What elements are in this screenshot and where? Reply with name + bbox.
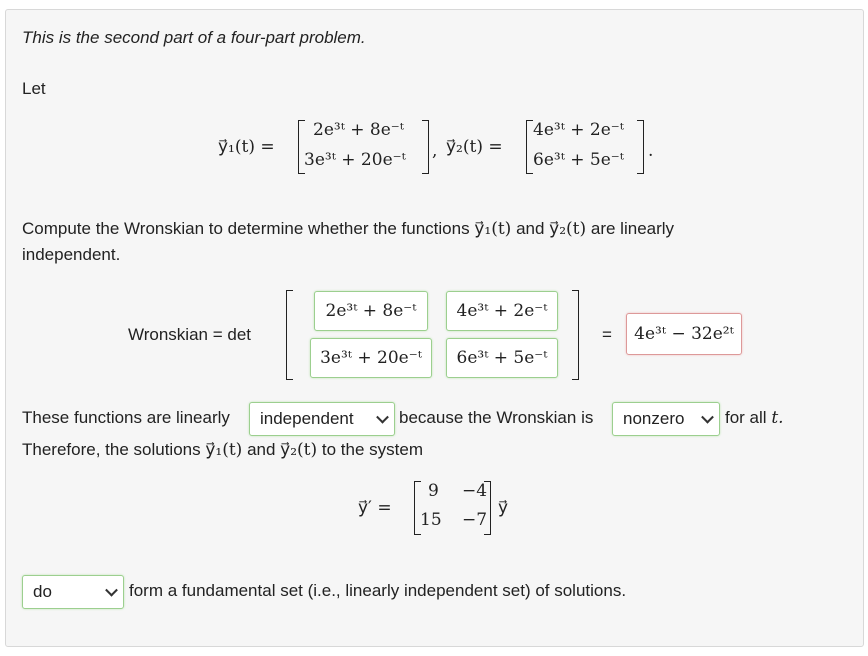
sentence2-a: Therefore, the solutions — [22, 440, 201, 459]
wronskian-cell-22[interactable]: 6e³ᵗ + 5e⁻ᵗ — [446, 338, 558, 378]
wronskian-result-input[interactable]: 4e³ᵗ − 32e²ᵗ — [626, 313, 742, 355]
intro-text: This is the second part of a four-part p… — [22, 28, 366, 47]
system-right-bracket — [484, 481, 491, 535]
system-a22: −7 — [462, 510, 488, 530]
wronskian-cell-21[interactable]: 3e³ᵗ + 20e⁻ᵗ — [310, 338, 432, 378]
sentence1-t: t. — [771, 408, 784, 428]
y1-right-bracket — [422, 120, 429, 174]
compute-text-b: are linearly — [590, 219, 675, 238]
sentence2-b: to the system — [321, 440, 423, 459]
sentence1-a: These functions are linearly — [22, 408, 230, 427]
wronskian-right-bracket — [572, 290, 579, 380]
wronskian-zero-select[interactable]: nonzero — [612, 402, 720, 436]
system-a11: 9 — [428, 481, 439, 501]
y2-right-bracket — [637, 120, 644, 174]
wronskian-cell-12[interactable]: 4e³ᵗ + 2e⁻ᵗ — [446, 291, 558, 331]
compute-y1: y⃗₁(t) — [474, 219, 512, 239]
sentence2-y2: y⃗₂(t) — [280, 440, 318, 460]
system-a21: 15 — [420, 510, 442, 530]
final-text: form a fundamental set (i.e., linearly i… — [129, 581, 627, 600]
y1-bottom-entry: 3e³ᵗ + 20e⁻ᵗ — [304, 150, 406, 170]
period: . — [648, 141, 654, 161]
chevron-down-icon — [701, 410, 714, 424]
compute-y2: y⃗₂(t) — [549, 219, 587, 239]
linear-dependence-value: independent — [260, 409, 354, 428]
compute-line1: Compute the Wronskian to determine wheth… — [22, 218, 674, 240]
y2-top-entry: 4e³ᵗ + 2e⁻ᵗ — [533, 120, 624, 140]
system-rhs: y⃗ — [498, 498, 509, 518]
sentence1-c-text: for all — [725, 408, 767, 427]
sentence2: Therefore, the solutions y⃗₁(t) and y⃗₂(… — [22, 439, 423, 461]
y2-left-bracket — [526, 120, 533, 174]
system-lhs: y⃗′ = — [358, 498, 392, 518]
compute-line2: independent. — [22, 245, 121, 264]
y1-label: y⃗₁(t) = — [218, 137, 275, 157]
wronskian-label: Wronskian = det — [128, 325, 252, 344]
y1-top-entry: 2e³ᵗ + 8e⁻ᵗ — [313, 120, 404, 140]
sentence1-b: because the Wronskian is — [399, 408, 594, 427]
wronskian-cell-11[interactable]: 2e³ᵗ + 8e⁻ᵗ — [314, 291, 428, 331]
y2-bottom-entry: 6e³ᵗ + 5e⁻ᵗ — [533, 150, 624, 170]
fundamental-set-select[interactable]: do — [22, 575, 124, 609]
sentence2-and: and — [247, 440, 276, 459]
compute-text-a: Compute the Wronskian to determine wheth… — [22, 219, 470, 238]
chevron-down-icon — [376, 410, 389, 424]
y1-left-bracket — [298, 120, 305, 174]
fundamental-set-value: do — [33, 582, 52, 601]
linear-dependence-select[interactable]: independent — [249, 402, 395, 436]
wronskian-zero-value: nonzero — [623, 409, 685, 428]
sentence1-c: for all t. — [725, 407, 784, 429]
system-left-bracket — [414, 481, 421, 535]
system-a12: −4 — [462, 481, 488, 501]
y2-label: y⃗₂(t) = — [446, 137, 503, 157]
comma: , — [432, 141, 438, 161]
wronskian-left-bracket — [286, 290, 293, 380]
sentence2-y1: y⃗₁(t) — [205, 440, 243, 460]
wronskian-equals: = — [602, 325, 612, 344]
let-text: Let — [22, 79, 46, 98]
compute-and: and — [516, 219, 545, 238]
chevron-down-icon — [105, 583, 118, 597]
